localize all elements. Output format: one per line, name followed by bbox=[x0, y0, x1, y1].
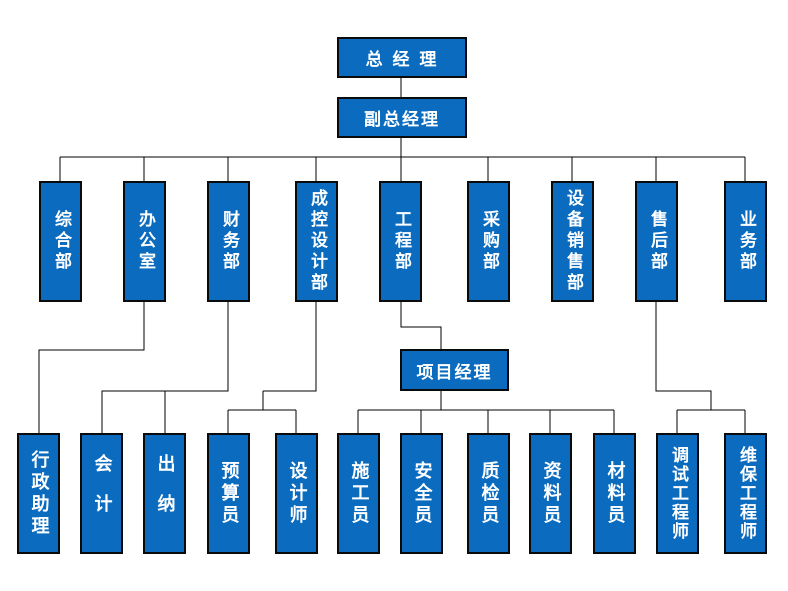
staff-material-officer: 材料员 bbox=[593, 433, 636, 554]
dept-equipment-sales: 设备销售部 bbox=[551, 181, 594, 302]
staff-cashier: 出纳 bbox=[143, 433, 186, 554]
staff-commissioning-engineer: 调试工程师 bbox=[656, 433, 699, 554]
dept-cost-design: 成控设计部 bbox=[295, 181, 338, 302]
staff-document-officer: 资料员 bbox=[529, 433, 572, 554]
dept-office: 办公室 bbox=[123, 181, 166, 302]
dept-general-affairs: 综合部 bbox=[39, 181, 82, 302]
dept-business: 业务部 bbox=[724, 181, 767, 302]
dept-engineering: 工程部 bbox=[379, 181, 422, 302]
dept-procurement: 采购部 bbox=[467, 181, 510, 302]
dept-finance: 财务部 bbox=[207, 181, 250, 302]
general-manager-box: 总 经 理 bbox=[337, 37, 467, 78]
project-manager-box: 项目经理 bbox=[400, 349, 509, 391]
staff-admin-assistant: 行政助理 bbox=[17, 433, 60, 554]
dept-after-sales: 售后部 bbox=[635, 181, 678, 302]
staff-budget-officer: 预算员 bbox=[207, 433, 250, 554]
staff-construction-worker: 施工员 bbox=[337, 433, 380, 554]
deputy-manager-box: 副总经理 bbox=[337, 97, 467, 138]
staff-maintenance-engineer: 维保工程师 bbox=[724, 433, 767, 554]
staff-accountant: 会计 bbox=[80, 433, 123, 554]
staff-safety-officer: 安全员 bbox=[400, 433, 443, 554]
staff-designer: 设计师 bbox=[275, 433, 318, 554]
staff-quality-inspector: 质检员 bbox=[467, 433, 510, 554]
